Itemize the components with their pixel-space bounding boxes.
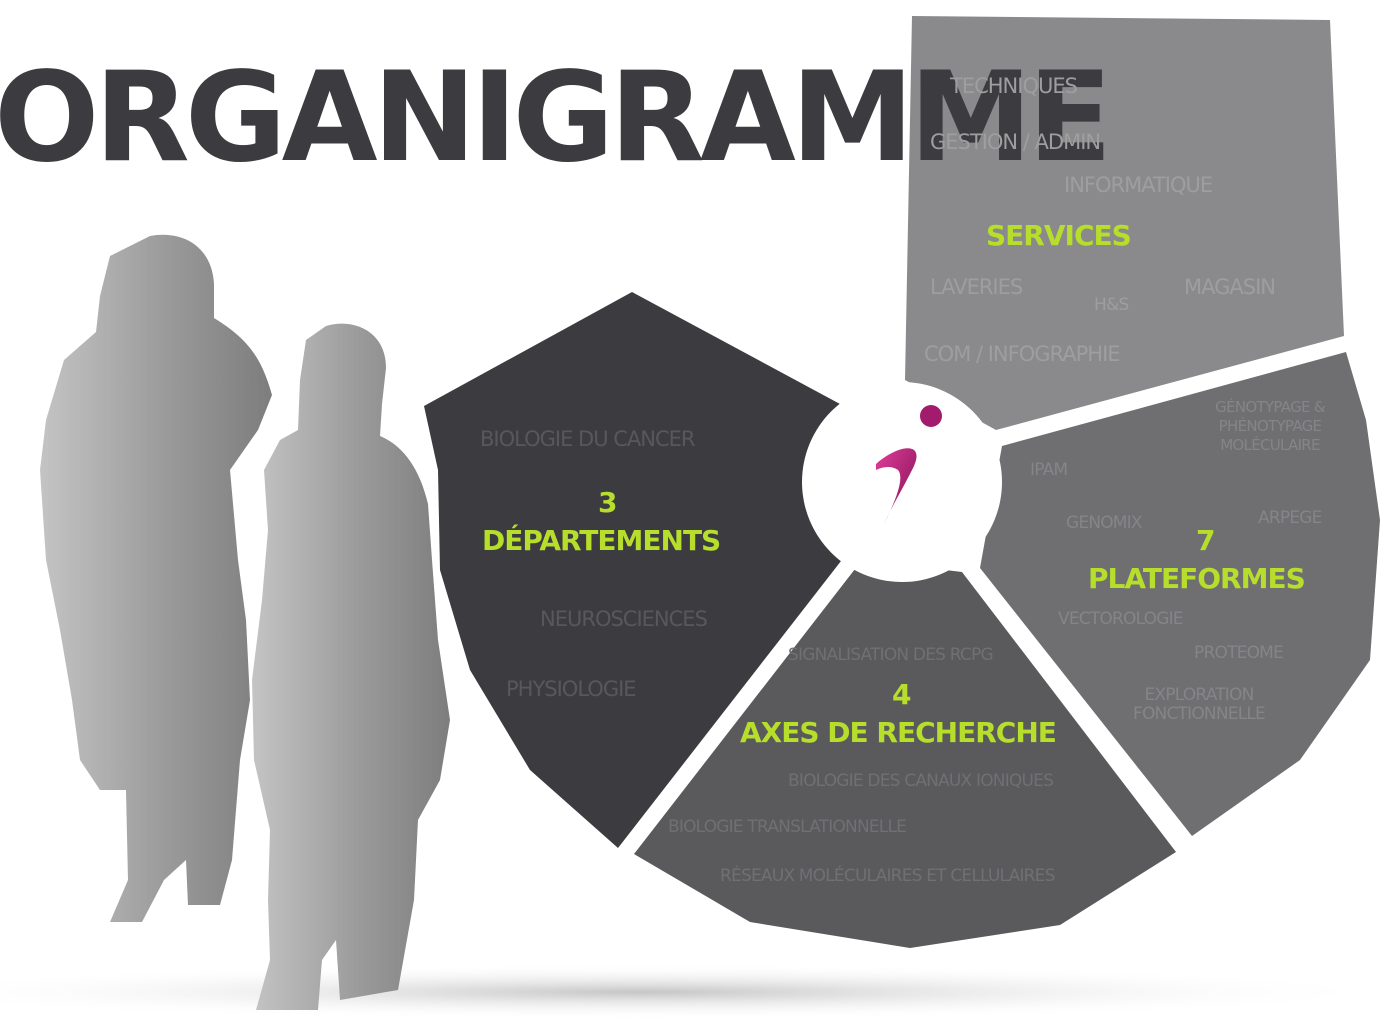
service-item: H&S — [1094, 295, 1129, 315]
services-heading: SERVICES — [986, 219, 1132, 252]
service-item: GESTION / ADMIN — [930, 130, 1101, 154]
axe-item: SIGNALISATION DES RCPG — [788, 645, 994, 665]
service-item: LAVERIES — [930, 275, 1023, 299]
plateforme-item: PROTEOME — [1194, 643, 1284, 663]
plateforme-item: GÉNOTYPAGE & PHÉNOTYPAGE MOLÉCULAIRE — [1215, 398, 1325, 454]
axe-item: BIOLOGIE DES CANAUX IONIQUES — [788, 771, 1054, 791]
plateforme-item: VECTOROLOGIE — [1058, 609, 1184, 629]
departements-heading: DÉPARTEMENTS — [482, 524, 721, 557]
page-title: ORGANIGRAMME — [0, 46, 1112, 190]
service-item: TECHNIQUES — [950, 74, 1078, 98]
plateforme-item: IPAM — [1030, 460, 1068, 480]
plateformes-heading: PLATEFORMES — [1088, 562, 1306, 595]
departement-item: NEUROSCIENCES — [540, 607, 708, 631]
service-item: INFORMATIQUE — [1064, 173, 1213, 197]
axes-sector — [634, 560, 1176, 948]
departements-count: 3 — [598, 486, 618, 519]
plateforme-item: ARPEGE — [1258, 508, 1322, 528]
plateforme-item: GENOMIX — [1066, 513, 1143, 533]
institute-logo-icon — [876, 405, 942, 524]
axe-item: BIOLOGIE TRANSLATIONNELLE — [668, 817, 907, 837]
axes-heading: AXES DE RECHERCHE — [740, 716, 1057, 749]
service-item: COM / INFOGRAPHIE — [924, 342, 1121, 366]
departement-item: PHYSIOLOGIE — [506, 677, 637, 701]
person-silhouette-icon — [252, 323, 450, 1010]
axe-item: RÉSEAUX MOLÉCULAIRES ET CELLULAIRES — [720, 866, 1055, 886]
person-silhouette-icon — [40, 234, 272, 923]
service-item: MAGASIN — [1184, 275, 1276, 299]
floor-shadow — [0, 964, 1394, 1020]
plateformes-sector — [980, 352, 1380, 836]
plateformes-count: 7 — [1196, 524, 1216, 557]
departements-sector — [424, 292, 848, 848]
axes-count: 4 — [892, 678, 912, 711]
plateforme-item: EXPLORATION FONCTIONNELLE — [1133, 685, 1266, 724]
departement-item: BIOLOGIE DU CANCER — [480, 427, 695, 451]
services-sector — [905, 16, 1344, 430]
